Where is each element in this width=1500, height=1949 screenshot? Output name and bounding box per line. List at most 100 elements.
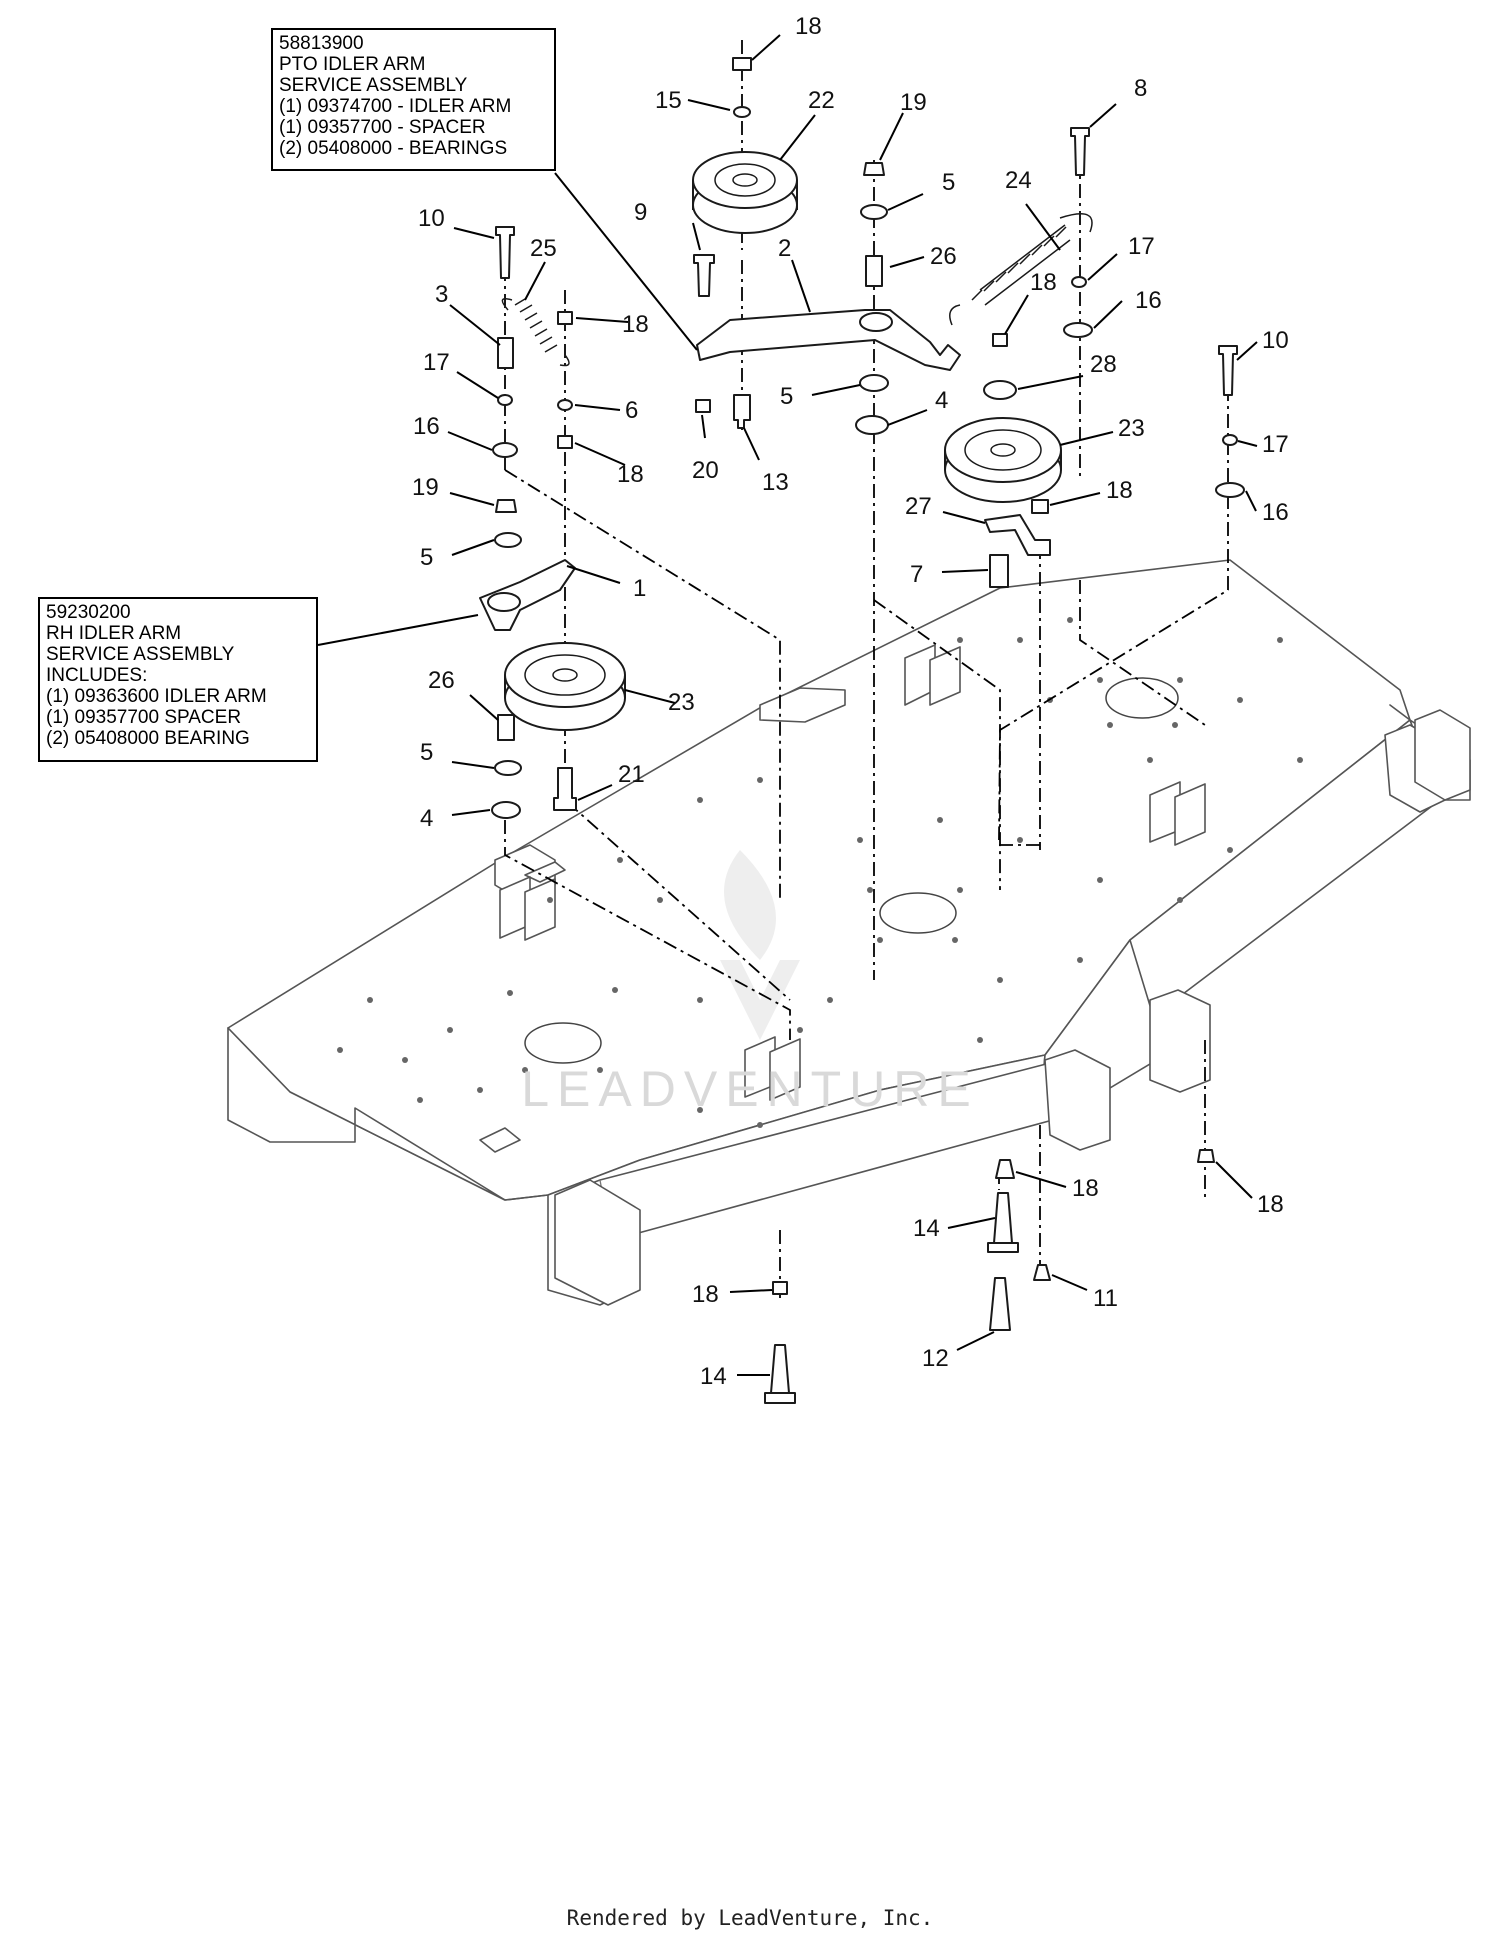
note-line: (2) 05408000 - BEARINGS <box>279 138 508 159</box>
note-line: (1) 09374700 - IDLER ARM <box>279 96 512 117</box>
note-pto-idler-arm: 58813900 PTO IDLER ARM SERVICE ASSEMBLY … <box>271 28 556 171</box>
assembly-lines <box>504 40 1229 1300</box>
bolt-13 <box>733 394 751 429</box>
callout-5-left2: 5 <box>420 739 433 766</box>
nut-17-right <box>1071 276 1087 288</box>
nut-6 <box>557 399 573 411</box>
footer-credit: Rendered by LeadVenture, Inc. <box>566 1906 934 1930</box>
callout-5-top: 5 <box>942 169 955 196</box>
bolt-11 <box>1033 1264 1051 1281</box>
bolt-10-left <box>495 226 515 279</box>
washer-16-right <box>1063 322 1093 338</box>
callout-11: 11 <box>1093 1285 1118 1312</box>
washer-4-left <box>491 801 521 819</box>
spacer-3 <box>497 337 514 369</box>
callout-17-left: 17 <box>423 349 450 376</box>
callout-25: 25 <box>530 235 557 262</box>
callout-17-right: 17 <box>1128 233 1155 260</box>
note-line: SERVICE ASSEMBLY <box>279 75 468 96</box>
nut-19-top <box>863 162 885 176</box>
nut-18-far <box>1197 1149 1215 1163</box>
washer-15 <box>733 106 751 118</box>
callout-18-left: 18 <box>622 311 649 338</box>
callout-18-right: 18 <box>1106 477 1133 504</box>
bearing-5-top <box>860 204 888 220</box>
callout-6: 6 <box>625 397 638 424</box>
nut-18-left2 <box>557 435 573 449</box>
pin-14-mid <box>987 1192 1019 1253</box>
callout-20: 20 <box>692 457 719 484</box>
nut-17-left <box>497 394 513 406</box>
nut-18-bottom <box>995 1159 1015 1179</box>
callout-23-right: 23 <box>1118 415 1145 442</box>
parts <box>479 57 1245 1404</box>
nut-18-left <box>557 311 573 325</box>
callout-18-left2: 18 <box>617 461 644 488</box>
callout-5-left: 5 <box>420 544 433 571</box>
pin-12 <box>989 1277 1011 1331</box>
callout-15: 15 <box>655 87 682 114</box>
callout-27: 27 <box>905 493 932 520</box>
callout-8: 8 <box>1134 75 1147 102</box>
note-line: (1) 09363600 IDLER ARM <box>46 686 267 707</box>
nut-20 <box>695 399 711 413</box>
note-line: (1) 09357700 - SPACER <box>279 117 486 138</box>
idler-arm-2 <box>696 309 961 371</box>
callout-9: 9 <box>634 199 647 226</box>
washer-16-far <box>1215 482 1245 498</box>
callout-21: 21 <box>618 761 645 788</box>
bolt-9 <box>693 254 715 297</box>
callout-3: 3 <box>435 281 448 308</box>
nut-19-left <box>495 499 517 513</box>
washer-28 <box>983 380 1017 400</box>
callout-28: 28 <box>1090 351 1117 378</box>
note-line: RH IDLER ARM <box>46 623 182 644</box>
callout-19-top: 19 <box>900 89 927 116</box>
note-line: INCLUDES: <box>46 665 148 686</box>
callout-2: 2 <box>778 235 791 262</box>
callout-4-top: 4 <box>935 387 948 414</box>
callout-18-far: 18 <box>1257 1191 1284 1218</box>
callout-5-mid: 5 <box>780 383 793 410</box>
nut-17-far <box>1222 434 1238 446</box>
watermark: LEADVENTURE <box>521 1061 979 1117</box>
bolt-10-right <box>1218 345 1238 396</box>
callout-18-top: 18 <box>795 13 822 40</box>
callout-10-left: 10 <box>418 205 445 232</box>
note-line: 58813900 <box>279 33 364 54</box>
bracket-27 <box>984 514 1051 556</box>
callout-17-far: 17 <box>1262 431 1289 458</box>
nut-18-top <box>732 57 752 71</box>
callout-24: 24 <box>1005 167 1032 194</box>
spring-25 <box>501 298 570 367</box>
callout-16-right: 16 <box>1135 287 1162 314</box>
pulley-23-left <box>504 642 626 731</box>
note-line: (2) 05408000 BEARING <box>46 728 250 749</box>
callout-10-right: 10 <box>1262 327 1289 354</box>
note-line: SERVICE ASSEMBLY <box>46 644 235 665</box>
callout-16-far: 16 <box>1262 499 1289 526</box>
callout-12: 12 <box>922 1345 949 1372</box>
pin-14-low <box>764 1344 796 1404</box>
callout-13: 13 <box>762 469 789 496</box>
spacer-26-left <box>497 714 515 741</box>
washer-16-left <box>492 442 518 458</box>
note-rh-idler-arm: 59230200 RH IDLER ARM SERVICE ASSEMBLY I… <box>38 597 318 762</box>
callout-16-left: 16 <box>413 413 440 440</box>
callout-23-left: 23 <box>668 689 695 716</box>
pulley-23-right <box>944 417 1062 503</box>
bolt-21 <box>553 767 577 811</box>
callout-18-low: 18 <box>692 1281 719 1308</box>
note-line: (1) 09357700 SPACER <box>46 707 242 728</box>
callout-labels: 18 15 22 19 8 5 24 9 26 2 17 18 16 10 25… <box>412 13 1289 1390</box>
callout-14-mid: 14 <box>913 1215 940 1242</box>
nut-18-right <box>1031 499 1049 514</box>
spacer-7 <box>989 554 1009 588</box>
callout-4-left: 4 <box>420 805 433 832</box>
bearing-5-left <box>494 532 522 548</box>
callout-18-bottom: 18 <box>1072 1175 1099 1202</box>
callout-7: 7 <box>910 561 923 588</box>
washer-4-mid <box>855 415 889 435</box>
note-line: 59230200 <box>46 602 131 623</box>
